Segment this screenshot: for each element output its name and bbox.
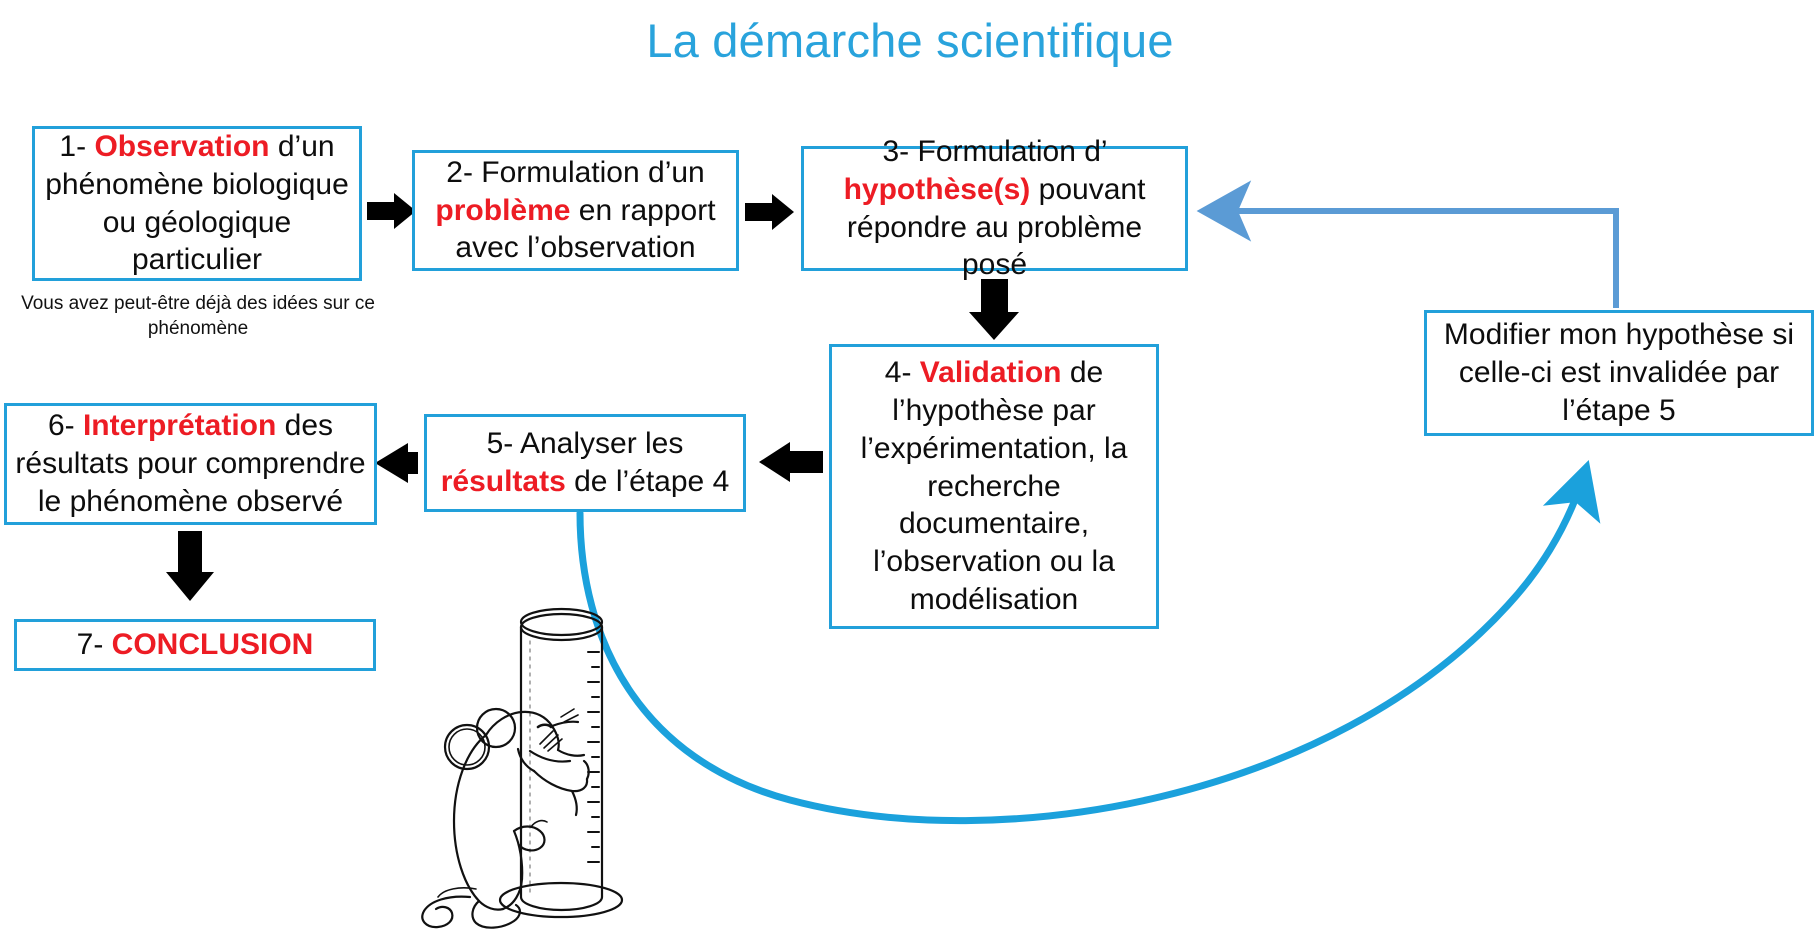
step-6-keyword: Interprétation: [82, 409, 277, 443]
modify-hypothesis-box[interactable]: Modifier mon hypothèse si celle-ci est i…: [1424, 310, 1814, 436]
step-3-text: pouvant répondre au problème posé: [846, 172, 1146, 282]
mouse-with-graduated-cylinder-illustration: [421, 607, 624, 929]
step-4-number: 4-: [884, 356, 920, 390]
arrow-4-to-5: [759, 442, 823, 482]
step-4-keyword: Validation: [919, 356, 1062, 390]
step-6-number: 6-: [47, 409, 83, 443]
step-1-keyword: Observation: [94, 129, 270, 163]
arrow-6-to-7: [166, 531, 214, 601]
step-3-box[interactable]: 3- Formulation d’ hypothèse(s) pouvant r…: [801, 135, 1188, 281]
step-1-note: Vous avez peut-être déjà des idées sur c…: [21, 293, 375, 339]
step-1-box[interactable]: 1- Observation d’un phénomène biologique…: [32, 126, 362, 281]
step-3-number: 3- Formulation d’: [882, 134, 1107, 168]
step-2-box[interactable]: 2- Formulation d’un problème en rapport …: [412, 150, 739, 271]
arrow-3-to-4: [969, 279, 1019, 340]
step-6-text: des résultats pour comprendre le phénomè…: [15, 409, 366, 518]
step-5-keyword: résultats: [440, 465, 566, 498]
page-title: La démarche scientifique: [646, 14, 1174, 67]
step-6-box[interactable]: 6- Interprétation des résultats pour com…: [4, 403, 377, 525]
step-2-keyword: problème: [435, 193, 571, 227]
arrow-modifier-to-3: [1196, 180, 1619, 308]
step-2-number: 2- Formulation d’un: [446, 155, 705, 189]
step-3-keyword: hypothèse(s): [843, 172, 1031, 206]
step-1-text: d’un phénomène biologique ou géologique …: [45, 129, 349, 277]
step-7-number: 7-: [76, 628, 112, 662]
arrow-2-to-3: [745, 194, 794, 230]
arrow-5-to-6: [375, 443, 418, 483]
step-4-text: de l’hypothèse par l’expérimentation, la…: [860, 356, 1128, 616]
step-7-box[interactable]: 7- CONCLUSION: [14, 619, 376, 671]
step-2-text: en rapport avec l’observation: [455, 193, 716, 265]
arrow-1-to-2: [367, 193, 416, 229]
step-7-keyword: CONCLUSION: [111, 628, 314, 662]
step-1-number: 1-: [59, 129, 87, 163]
step-5-box[interactable]: 5- Analyser les résultats de l’étape 4: [424, 414, 746, 512]
step-5-number: 5- Analyser les: [486, 427, 684, 461]
modify-hypothesis-text: Modifier mon hypothèse si celle-ci est i…: [1443, 318, 1795, 427]
step-5-text: de l’étape 4: [574, 465, 730, 498]
step-4-box[interactable]: 4- Validation de l’hypothèse par l’expér…: [829, 344, 1159, 629]
